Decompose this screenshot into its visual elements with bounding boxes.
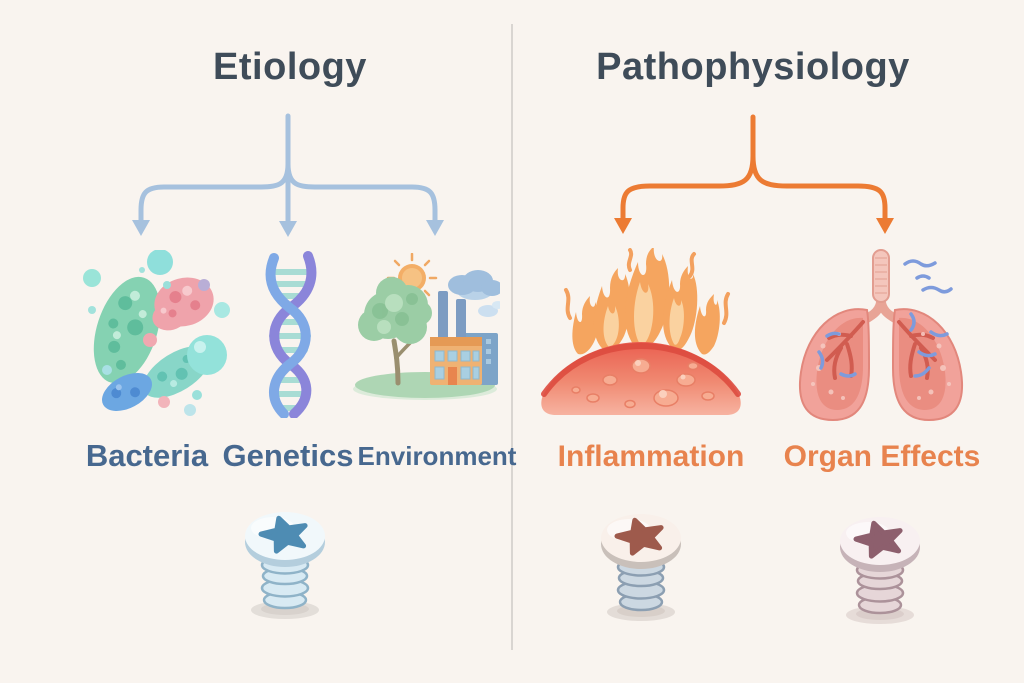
pathophysiology-title: Pathophysiology <box>596 46 910 88</box>
screw-icon-brown <box>591 502 691 624</box>
dna-icon <box>265 251 317 418</box>
etiology-arrowheads <box>132 220 444 237</box>
bacteria-icon <box>83 250 230 416</box>
label-environment: Environment <box>357 441 517 471</box>
label-organ-effects: Organ Effects <box>783 440 981 473</box>
screw-icon-mauve <box>830 505 930 627</box>
etiology-title: Etiology <box>213 46 367 88</box>
label-bacteria: Bacteria <box>85 438 209 473</box>
inflammation-icon <box>541 248 741 415</box>
label-genetics: Genetics <box>222 438 354 473</box>
pathophysiology-arrows <box>620 114 888 222</box>
screw-icon-blue <box>235 500 335 622</box>
environment-icon <box>353 253 500 400</box>
airflow-squiggles <box>817 259 953 378</box>
lungs-icon <box>798 249 964 422</box>
column-divider <box>511 24 513 650</box>
label-inflammation: Inflammation <box>557 440 745 473</box>
etiology-arrows <box>138 113 438 225</box>
pathophysiology-arrowheads <box>614 218 894 234</box>
